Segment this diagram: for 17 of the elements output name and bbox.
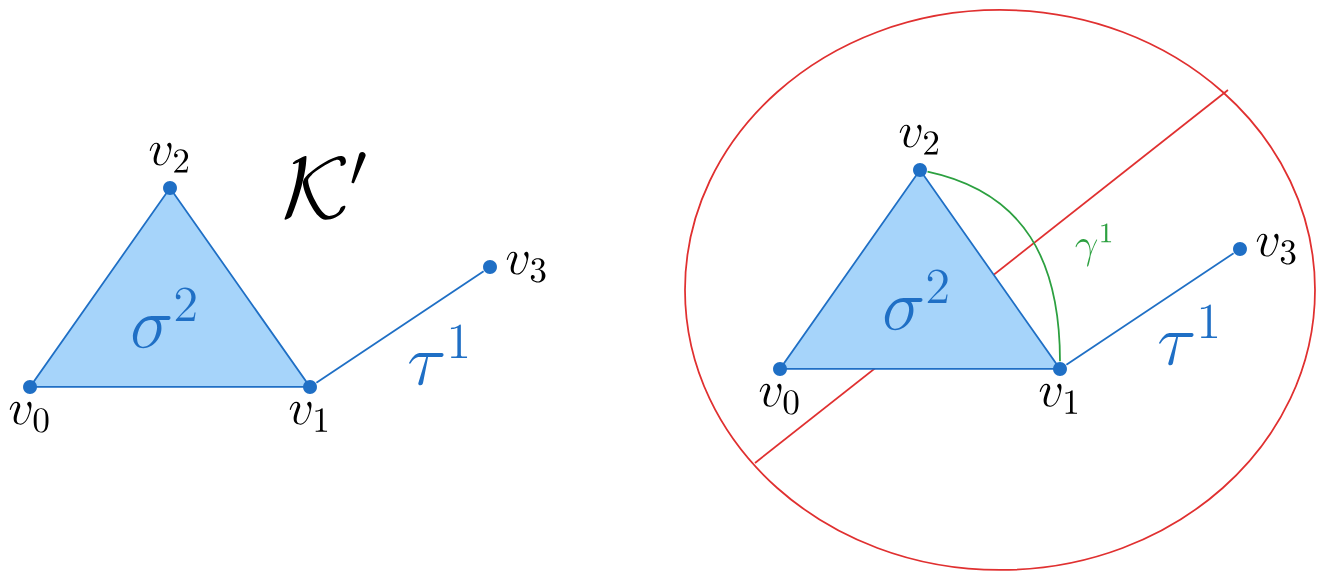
line-segment [1065,252,1235,366]
node-label: $v_3$ [1256,233,1296,265]
ellipse [684,9,1316,571]
edge-label: $\tau^1$ [409,324,468,386]
edge-label: $\tau^1$ [1159,304,1217,366]
node-label: $v_2$ [149,142,189,173]
node-label: $v_0$ [759,383,799,415]
node-label: $v_1$ [289,401,328,432]
node-label: $v_0$ [9,401,49,433]
node-label: $v_1$ [1039,383,1078,414]
node-label: $v_2$ [899,124,939,155]
vertex: $v_3$ [1233,233,1296,265]
node-label: $v_3$ [506,251,546,283]
edge-label: $\gamma^1$ [1075,223,1112,267]
line-segment [926,170,1061,363]
vertex: $v_3$ [483,251,546,283]
line-segment [315,270,485,384]
